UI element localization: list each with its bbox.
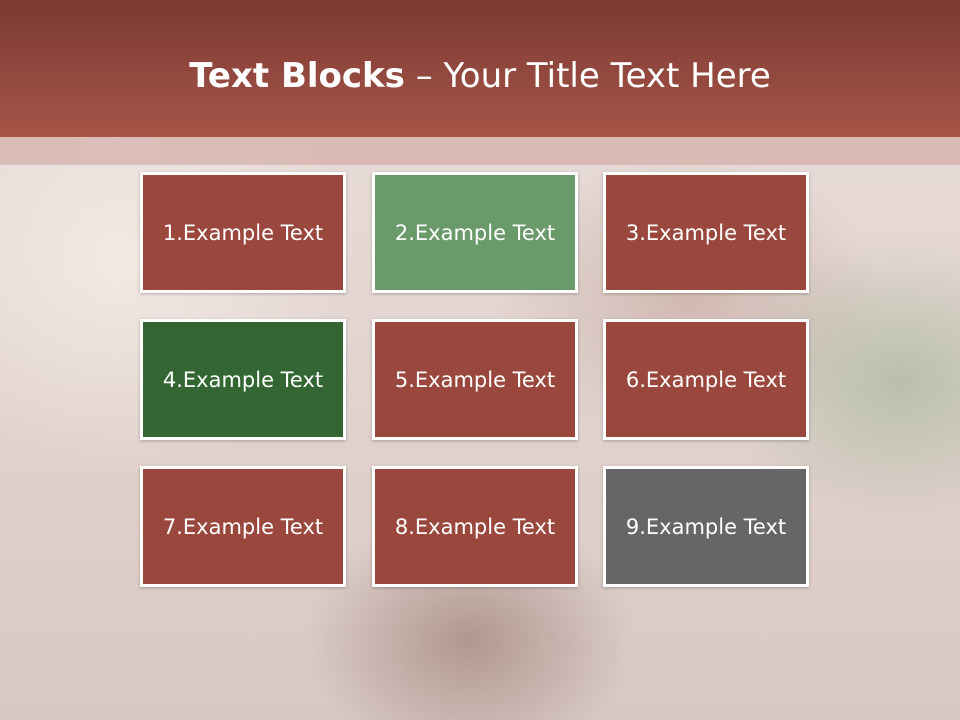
slide-title-rest: Your Title Text Here (443, 56, 771, 96)
header-bar (0, 0, 960, 137)
text-block-7[interactable]: 7.Example Text (140, 466, 346, 587)
text-block-5[interactable]: 5.Example Text (372, 319, 578, 440)
text-block-1[interactable]: 1.Example Text (140, 172, 346, 293)
slide-title: Text Blocks – Your Title Text Here (0, 52, 960, 100)
text-block-9[interactable]: 9.Example Text (603, 466, 809, 587)
text-block-2[interactable]: 2.Example Text (372, 172, 578, 293)
text-block-6[interactable]: 6.Example Text (603, 319, 809, 440)
text-block-8[interactable]: 8.Example Text (372, 466, 578, 587)
text-block-3[interactable]: 3.Example Text (603, 172, 809, 293)
text-block-4[interactable]: 4.Example Text (140, 319, 346, 440)
slide-title-bold: Text Blocks (189, 56, 405, 96)
header-accent-strip (0, 137, 960, 165)
slide-title-separator: – (404, 56, 444, 96)
